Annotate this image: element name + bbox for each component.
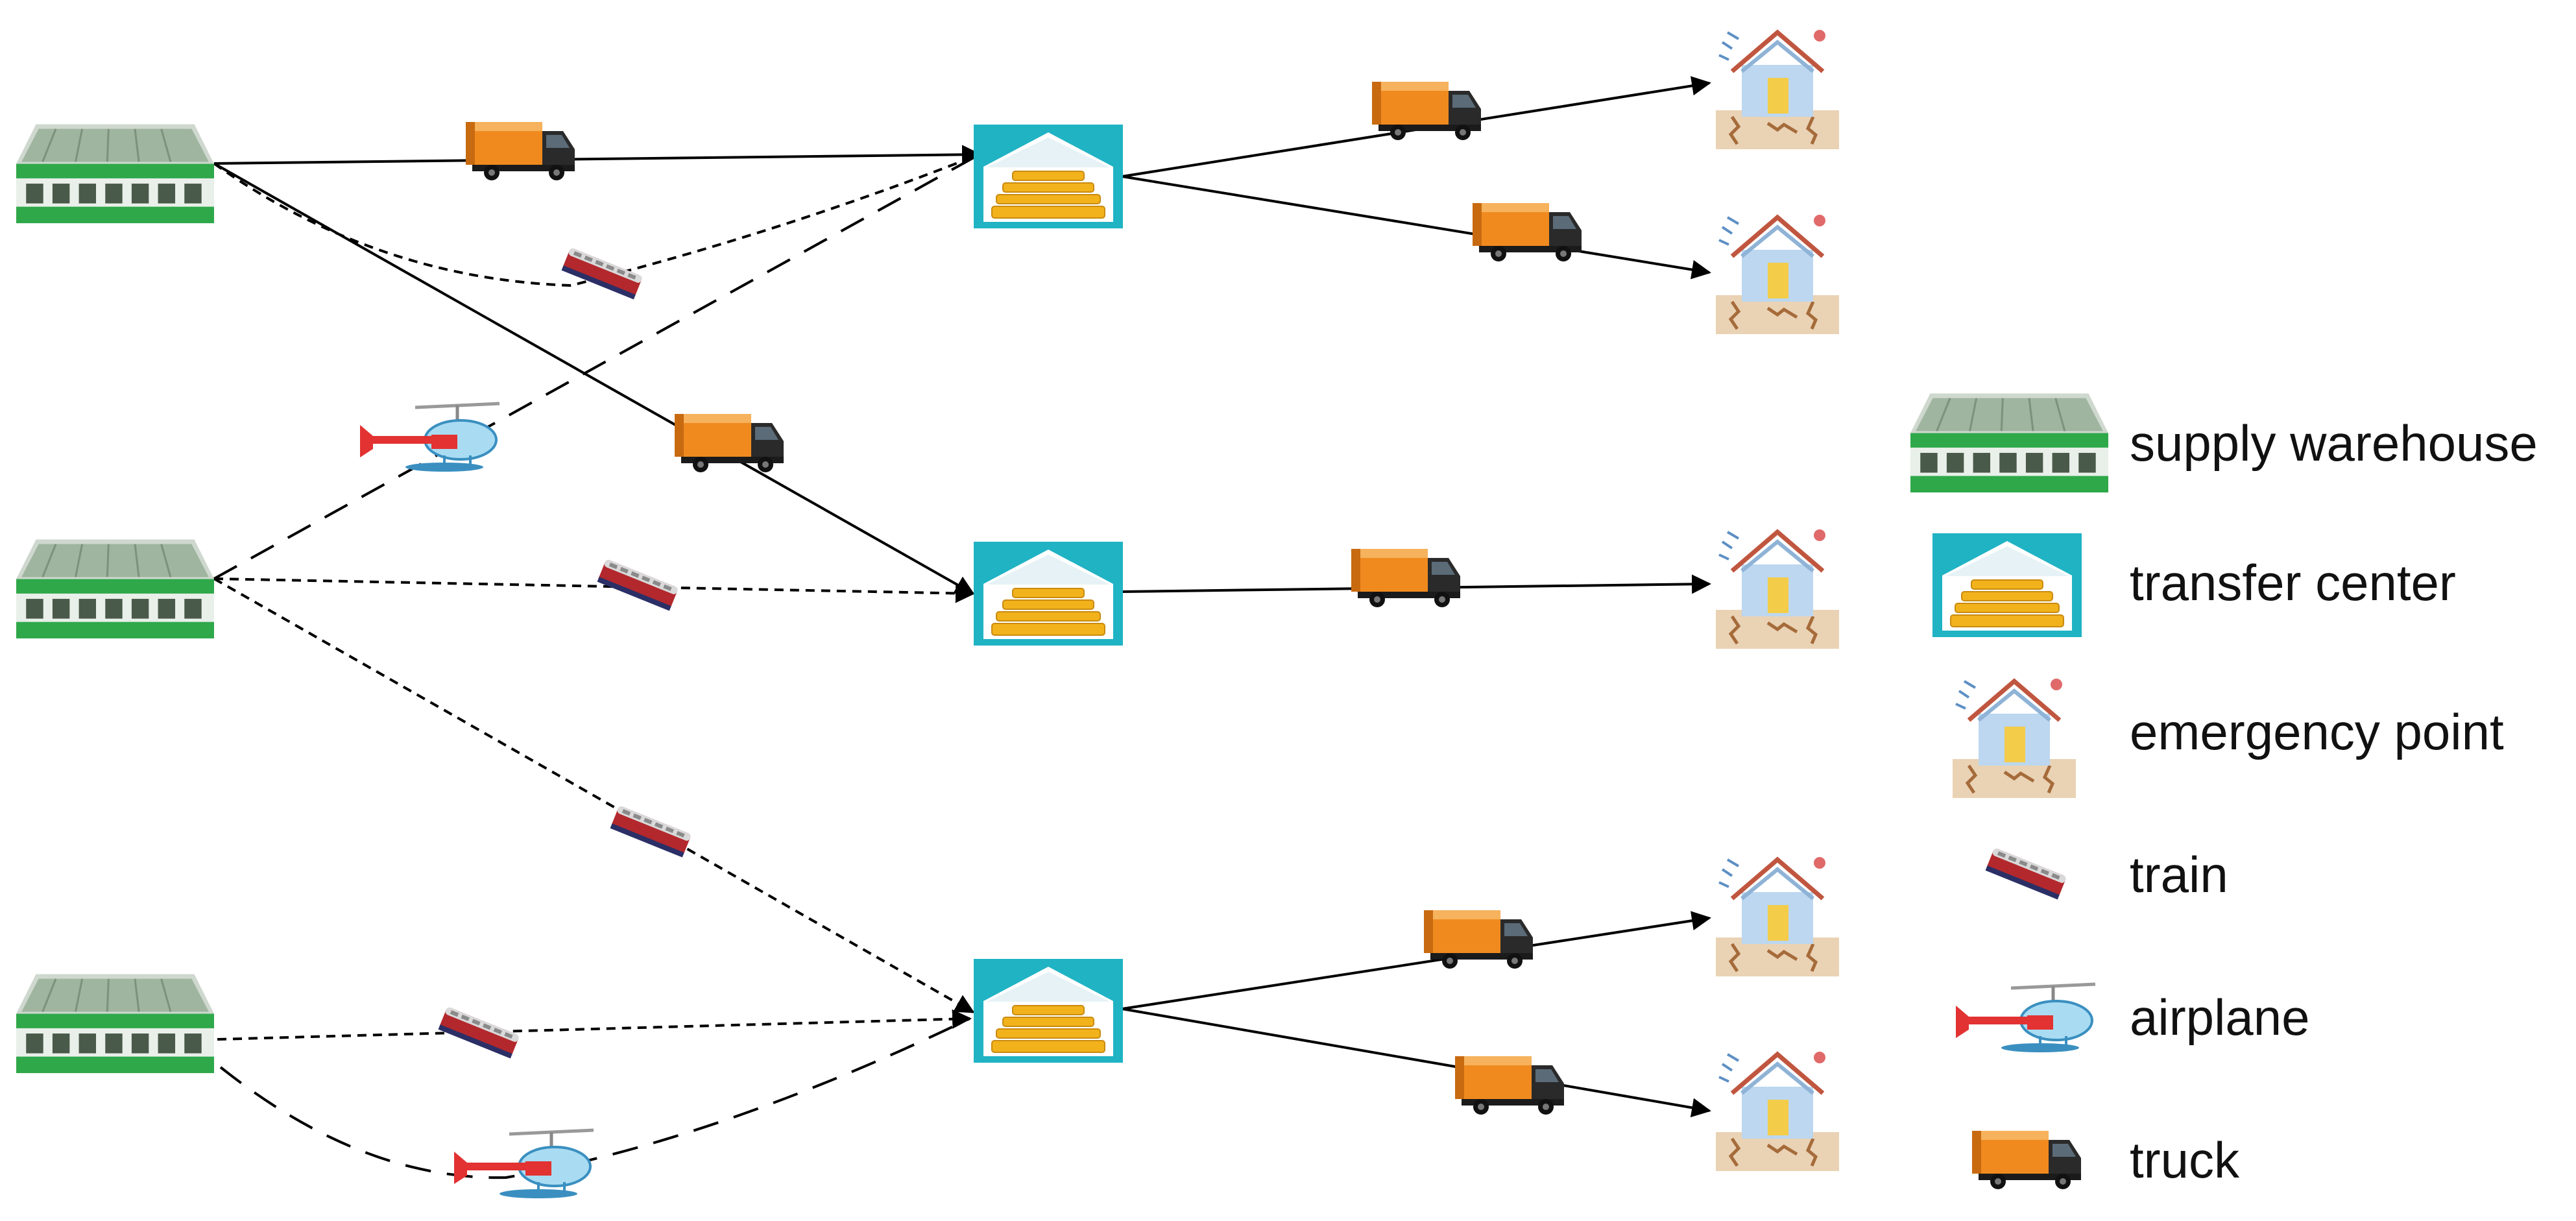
legend-label-supply-warehouse: supply warehouse xyxy=(2130,415,2538,472)
emergency-point-icon xyxy=(1716,529,1839,649)
emergency-point-icon xyxy=(1716,30,1839,149)
legend-label-emergency-point: emergency point xyxy=(2130,703,2504,760)
legend-label-transfer-center: transfer center xyxy=(2130,554,2456,611)
airplane-icon xyxy=(360,404,500,472)
legend: supply warehouse transfer center emergen… xyxy=(1910,370,2538,1189)
legend-label-airplane: airplane xyxy=(2130,989,2310,1046)
legend-label-truck: truck xyxy=(2130,1131,2240,1189)
route-airplane-w3-t3 xyxy=(219,1017,970,1179)
legend-label-train: train xyxy=(2130,846,2228,903)
train-icon xyxy=(438,1006,520,1059)
legend-item-truck: truck xyxy=(1972,1131,2240,1189)
routes xyxy=(213,76,1711,1179)
vehicles xyxy=(360,82,1582,1198)
warehouse-icon xyxy=(16,516,214,639)
route-airplane-w2-t1 xyxy=(213,153,980,580)
transfer-center-icon xyxy=(973,125,1124,228)
legend-item-transfer-center: transfer center xyxy=(1932,533,2456,637)
train-icon xyxy=(561,247,644,300)
truck-icon xyxy=(675,414,784,472)
route-train-w1-t1 xyxy=(213,153,980,287)
route-truck-t3-e5 xyxy=(1122,1008,1711,1118)
route-truck-t3-e4 xyxy=(1122,911,1711,1010)
route-truck-w1-t1 xyxy=(213,145,981,165)
warehouse-icon xyxy=(16,950,214,1074)
transfer-centers xyxy=(973,125,1124,1063)
airplane-icon xyxy=(454,1130,594,1198)
supply-warehouses xyxy=(16,101,214,1074)
legend-item-supply-warehouse: supply warehouse xyxy=(1910,370,2538,493)
warehouse-icon xyxy=(1910,370,2108,493)
train-icon xyxy=(1985,847,2067,900)
legend-item-airplane: airplane xyxy=(1956,984,2310,1052)
emergency-points xyxy=(1716,30,1839,1171)
emergency-point-icon xyxy=(1716,857,1839,976)
legend-item-train: train xyxy=(1985,846,2228,903)
transfer-center-icon xyxy=(973,959,1124,1063)
transfer-center-icon xyxy=(973,542,1124,646)
transfer-center-icon xyxy=(1932,533,2082,637)
truck-icon xyxy=(1351,549,1460,607)
route-truck-t1-e2 xyxy=(1122,175,1711,280)
emergency-point-icon xyxy=(1716,215,1839,334)
truck-icon xyxy=(1473,203,1582,261)
route-train-w3-t3 xyxy=(217,1009,972,1041)
route-train-w2-t2 xyxy=(213,577,975,603)
warehouse-icon xyxy=(16,101,214,224)
truck-icon xyxy=(466,122,575,180)
train-icon xyxy=(597,559,679,611)
train-icon xyxy=(610,805,692,858)
truck-icon xyxy=(1455,1056,1564,1115)
legend-item-emergency-point: emergency point xyxy=(1953,679,2504,798)
truck-icon xyxy=(1372,82,1481,140)
route-train-w2-t3 xyxy=(213,577,975,1013)
truck-icon xyxy=(1972,1131,2081,1189)
emergency-point-icon xyxy=(1953,679,2076,798)
emergency-point-icon xyxy=(1716,1052,1839,1171)
airplane-icon xyxy=(1956,984,2095,1052)
route-truck-w1-t2 xyxy=(213,162,975,595)
